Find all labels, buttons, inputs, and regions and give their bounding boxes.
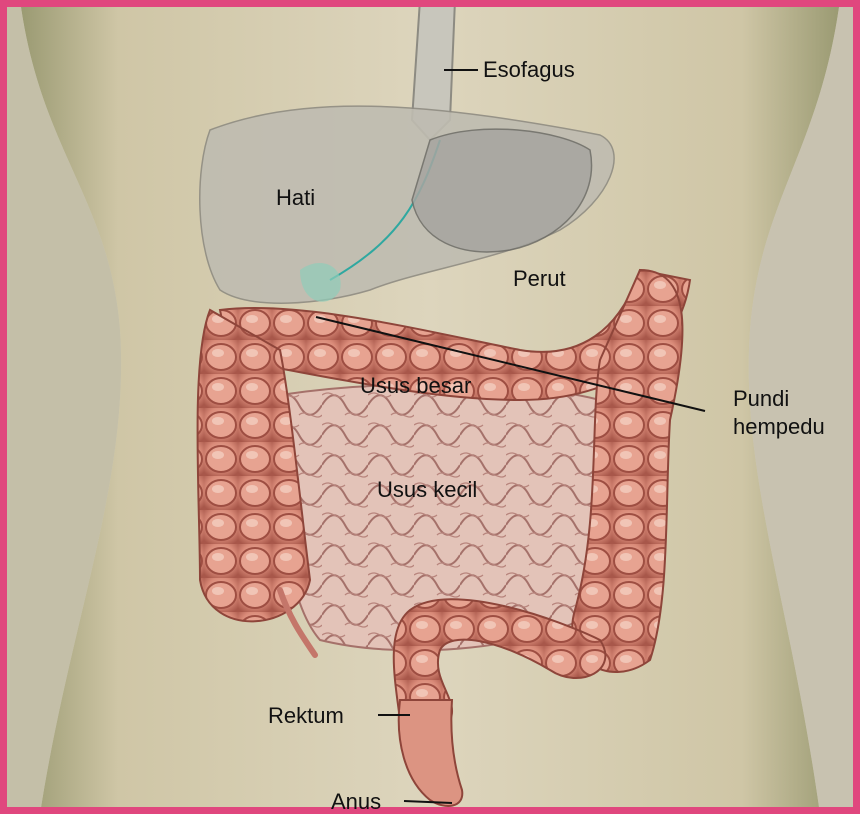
label-hati: Hati xyxy=(276,187,315,209)
label-rektum: Rektum xyxy=(268,705,344,727)
label-esofagus: Esofagus xyxy=(483,59,575,81)
label-pundi-line2: hempedu xyxy=(733,414,825,439)
label-usus-kecil: Usus kecil xyxy=(377,479,477,501)
label-pundi-hempedu: Pundi hempedu xyxy=(733,385,825,440)
label-anus: Anus xyxy=(331,791,381,813)
label-perut: Perut xyxy=(513,268,566,290)
label-pundi-line1: Pundi xyxy=(733,386,789,411)
label-usus-besar: Usus besar xyxy=(360,375,471,397)
